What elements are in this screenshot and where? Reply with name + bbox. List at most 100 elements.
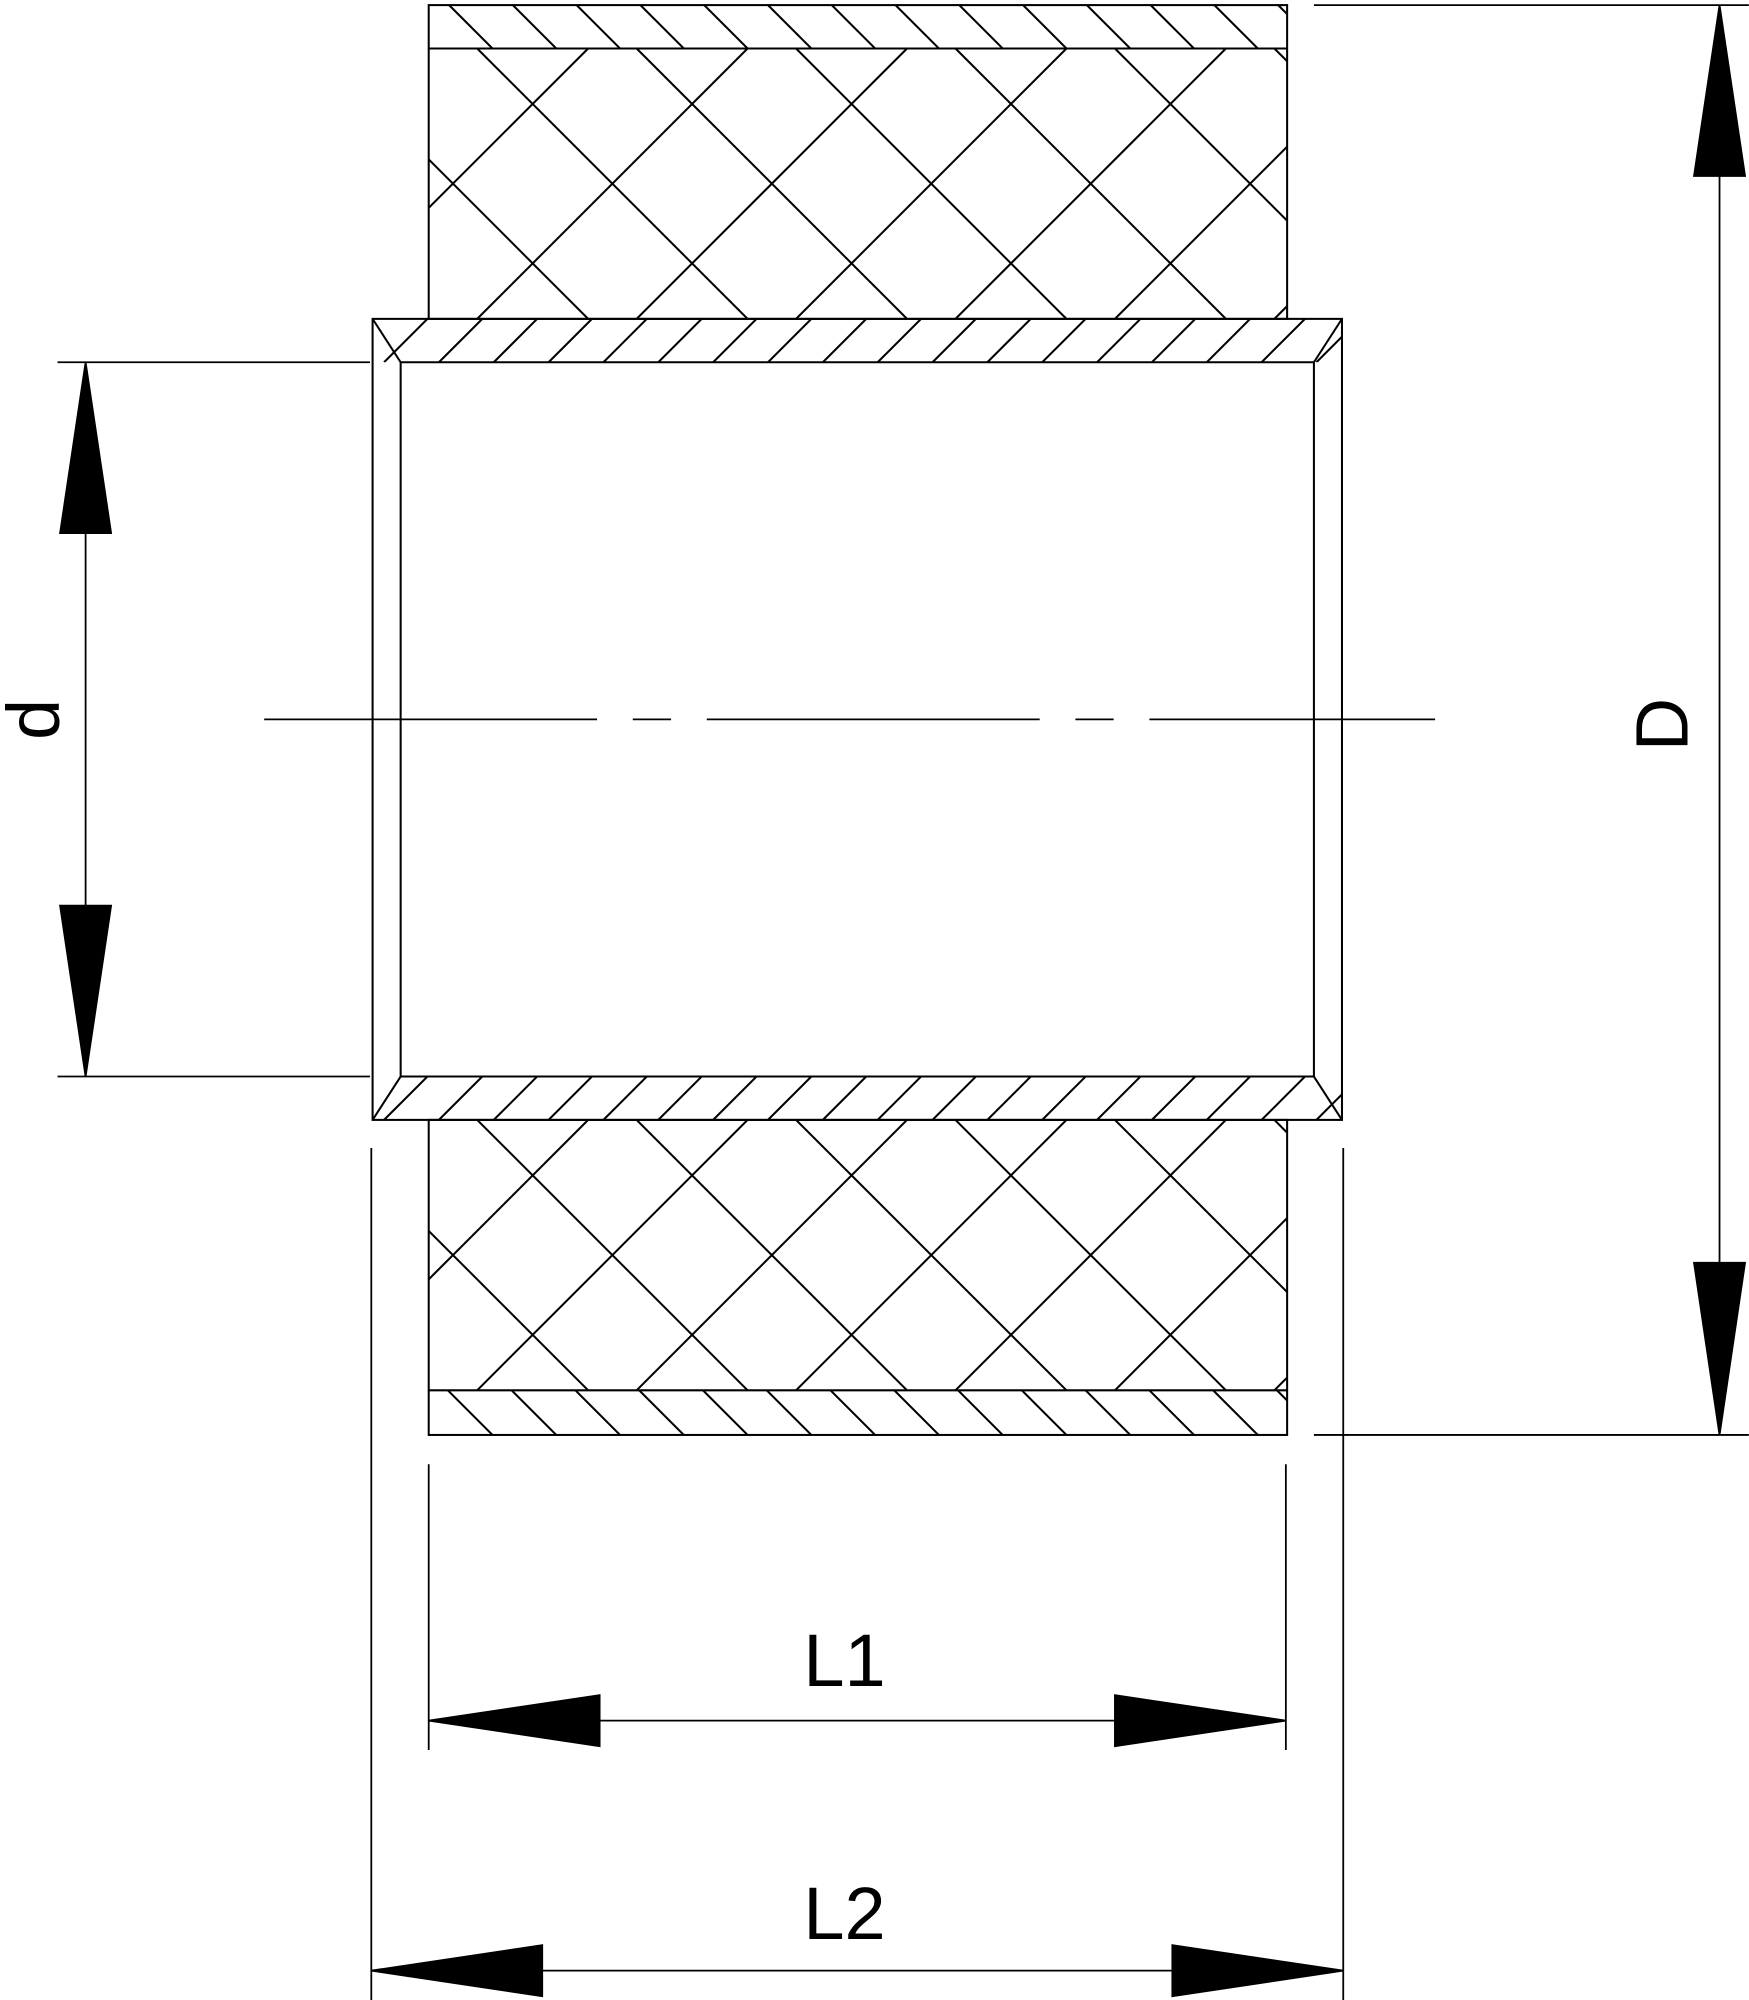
hatch-line	[428, 1229, 589, 1391]
hatch-line	[448, 5, 494, 49]
hatch-line	[1149, 5, 1195, 49]
hatch-line	[322, 5, 365, 48]
hatch-line	[1084, 1390, 1131, 1435]
hatch-line	[1273, 1119, 1288, 1135]
hatch-line	[428, 1119, 430, 1122]
arrowhead-right-icon	[1114, 1694, 1286, 1748]
hatch-line	[1273, 304, 1288, 319]
hatch-line	[703, 5, 749, 49]
hatch-line	[372, 1076, 374, 1078]
hatch-line	[510, 1390, 557, 1435]
hatch-line	[574, 1390, 621, 1435]
hatch-line	[894, 5, 940, 49]
hatch-line	[428, 317, 430, 319]
label-L2: L2	[803, 1872, 885, 1955]
hatch-line	[958, 5, 1004, 49]
hatch-line	[1206, 1076, 1251, 1120]
hatch-line	[1260, 1076, 1306, 1120]
dimension-d	[57, 361, 371, 1078]
dimension-L1	[427, 1464, 1287, 1750]
hatch-line	[702, 1390, 749, 1435]
outer-sleeve-bottom	[0, 1118, 1704, 1436]
hatch-line	[712, 318, 758, 363]
arrowhead-right-icon	[1171, 1944, 1344, 1998]
dimension-D	[1313, 4, 1749, 1436]
hatch-line	[767, 318, 813, 363]
hatch-line	[1341, 1390, 1386, 1435]
hatch-line	[602, 1076, 648, 1120]
arrowhead-up-icon	[1692, 4, 1747, 177]
hatch-line	[428, 1388, 430, 1391]
hatch-line	[876, 1076, 922, 1120]
hatch-line	[274, 319, 317, 362]
hatch-line	[428, 1433, 430, 1435]
hatch-line	[1041, 318, 1087, 363]
hatch-line	[639, 5, 685, 49]
arrowhead-up-icon	[59, 362, 113, 535]
hatch-line	[1041, 1076, 1087, 1120]
hatch-line	[1342, 5, 1385, 48]
hatch-line	[638, 1390, 685, 1435]
hatch-line	[1426, 1077, 1469, 1120]
label-L1: L1	[803, 1619, 885, 1702]
hatch-line	[635, 48, 908, 319]
strip-hatch-bottom	[320, 1390, 1386, 1435]
hatch-line	[831, 5, 876, 49]
hatch-line	[635, 1119, 908, 1391]
hatch-line	[1315, 335, 1342, 363]
arrowhead-down-icon	[1692, 1261, 1747, 1436]
hatch-line	[428, 48, 430, 50]
hatch-line	[1273, 1376, 1288, 1391]
hatch-line	[0, 48, 269, 318]
hatch-line	[765, 1390, 813, 1435]
hatch-line	[767, 1076, 813, 1120]
label-D: D	[1621, 698, 1704, 751]
hatch-line	[795, 48, 1068, 319]
hatch-line	[986, 318, 1032, 363]
hatch-line	[547, 1076, 593, 1120]
crosshatch-top	[0, 48, 1704, 319]
hatch-line	[876, 318, 922, 363]
hatch-line	[1021, 1390, 1068, 1435]
hatch-line	[1151, 318, 1197, 363]
hatch-line	[575, 5, 621, 49]
hatch-line	[1206, 318, 1251, 363]
arrowhead-left-icon	[371, 1944, 544, 1998]
inner-sleeve-hatch-bottom	[372, 1076, 1469, 1120]
hatch-line	[957, 1390, 1004, 1435]
hatch-line	[1426, 319, 1469, 362]
hatch-line	[438, 318, 484, 363]
hatch-line	[1273, 48, 1288, 63]
hatch-line	[1022, 5, 1068, 49]
hatch-line	[372, 318, 374, 321]
outer-sleeve-top	[0, 4, 1704, 320]
hatch-line	[1148, 1390, 1195, 1435]
hatch-line	[493, 318, 538, 363]
hatch-line	[1277, 5, 1288, 16]
hatch-line	[602, 318, 648, 363]
hatch-line	[954, 48, 1227, 319]
hatch-line	[547, 318, 593, 363]
hatch-line	[954, 1119, 1227, 1391]
hatch-line	[1096, 318, 1142, 363]
hatch-line	[428, 47, 430, 49]
hatch-line	[476, 1119, 749, 1391]
hatch-line	[893, 1390, 940, 1435]
hatch-line	[1434, 1120, 1704, 1390]
hatch-line	[657, 318, 703, 363]
hatch-line	[383, 1076, 429, 1120]
hatch-line	[320, 1390, 365, 1435]
hatch-line	[1114, 48, 1288, 223]
hatch-line	[1434, 48, 1704, 318]
hatch-line	[1213, 5, 1259, 49]
hatch-line	[1086, 5, 1131, 49]
hatch-line	[1434, 48, 1704, 318]
hatch-line	[493, 1076, 538, 1120]
hatch-line	[1276, 1390, 1288, 1402]
hatch-line	[1114, 1119, 1288, 1294]
hatch-line	[1434, 1120, 1704, 1390]
hatch-line	[0, 1120, 269, 1390]
hatch-line	[829, 1390, 876, 1435]
hatch-line	[1260, 318, 1306, 363]
